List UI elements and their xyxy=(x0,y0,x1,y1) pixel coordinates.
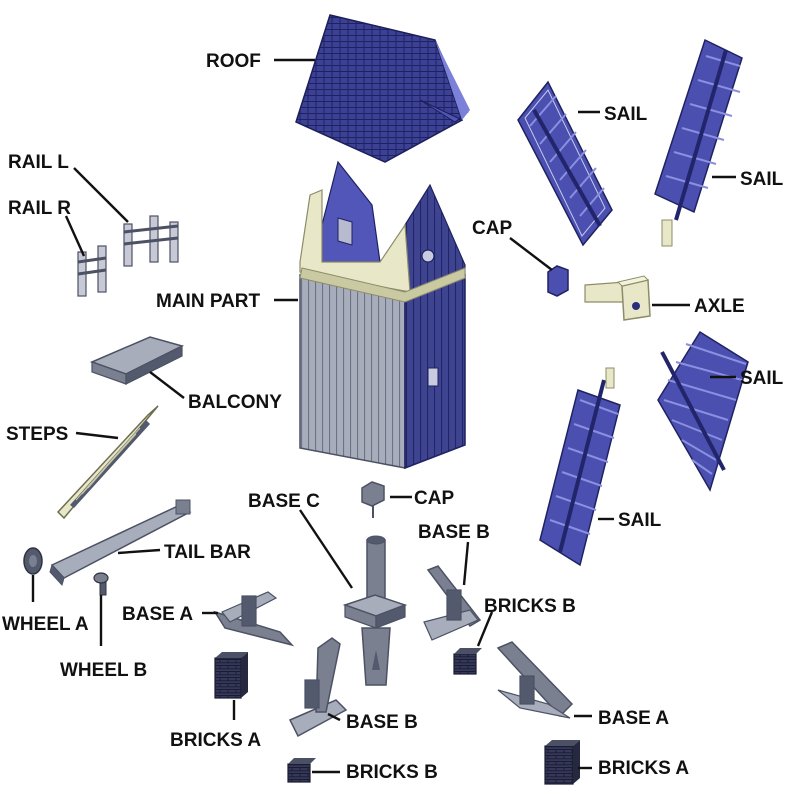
label-base-b-top: BASE B xyxy=(418,522,490,543)
leader-lines xyxy=(31,58,736,774)
label-bricks-a-left: BRICKS A xyxy=(170,730,261,751)
bricks-b-bottom-part xyxy=(287,758,316,783)
label-rail-l: RAIL L xyxy=(8,152,69,173)
cap-axle-part xyxy=(547,265,569,297)
bricks-b-top-part xyxy=(453,648,482,675)
label-base-a-left: BASE A xyxy=(122,604,193,625)
label-balcony: BALCONY xyxy=(188,392,282,413)
cap-top-part xyxy=(361,481,385,518)
tail-bar-part xyxy=(49,499,192,586)
steps-part xyxy=(56,405,159,520)
label-sail-3: SAIL xyxy=(740,368,784,389)
base-a-left-part xyxy=(213,591,295,647)
axle-part xyxy=(584,275,651,321)
main-part xyxy=(299,160,466,470)
balcony-part xyxy=(89,336,185,385)
sail-3-part xyxy=(657,330,749,492)
rail-r-part xyxy=(77,245,107,297)
sail-2-part xyxy=(654,38,743,247)
base-b-bottom-part xyxy=(288,637,348,738)
label-cap-top: CAP xyxy=(414,488,454,509)
label-wheel-a: WHEEL A xyxy=(2,614,89,635)
label-bricks-b-top: BRICKS B xyxy=(484,596,576,617)
wheel-b-part xyxy=(93,572,109,596)
base-b-top-part xyxy=(423,565,482,641)
label-sail-1: SAIL xyxy=(604,104,648,125)
label-base-c: BASE C xyxy=(248,491,320,512)
label-steps: STEPS xyxy=(6,424,68,445)
label-base-b-bottom: BASE B xyxy=(346,712,418,733)
label-bricks-a-right: BRICKS A xyxy=(598,758,689,779)
wheel-a-part xyxy=(23,547,43,575)
base-a-right-part xyxy=(496,641,574,719)
label-tail-bar: TAIL BAR xyxy=(164,542,251,563)
label-axle: AXLE xyxy=(694,296,745,317)
sail-4-part xyxy=(539,367,621,567)
bricks-a-right-part xyxy=(544,740,580,785)
label-roof: ROOF xyxy=(206,51,261,72)
bricks-a-left-part xyxy=(214,652,248,699)
label-main-part: MAIN PART xyxy=(156,291,261,312)
label-cap-axle: CAP xyxy=(472,218,512,239)
label-bricks-b-bottom: BRICKS B xyxy=(346,762,438,783)
label-rail-r: RAIL R xyxy=(8,198,71,219)
sail-1-part xyxy=(517,80,613,247)
rail-l-part xyxy=(123,215,179,267)
label-sail-2: SAIL xyxy=(740,169,784,190)
label-sail-4: SAIL xyxy=(618,510,662,531)
label-base-a-right: BASE A xyxy=(598,708,669,729)
label-wheel-b: WHEEL B xyxy=(60,660,147,681)
roof-part xyxy=(295,14,470,163)
base-c-part xyxy=(342,535,408,686)
